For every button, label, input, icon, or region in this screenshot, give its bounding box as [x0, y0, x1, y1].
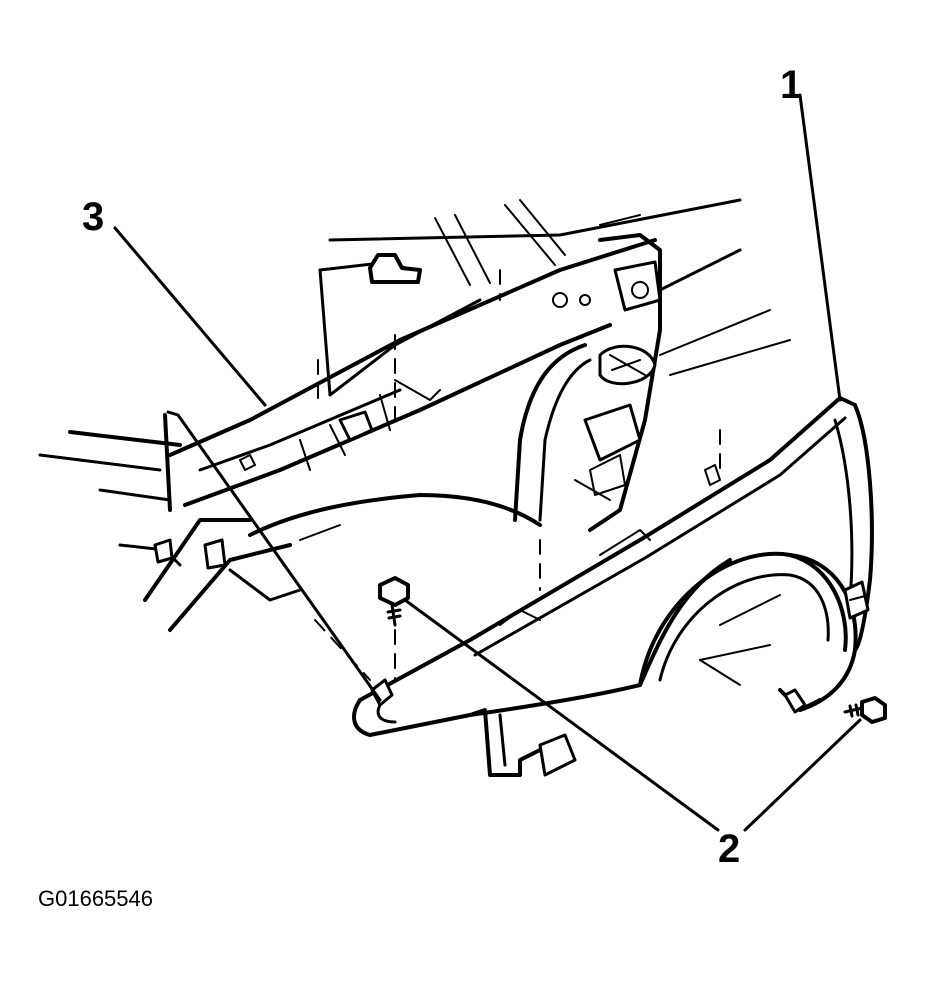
bolt-lower — [843, 696, 887, 724]
callout-leaders — [113, 93, 862, 832]
fender — [352, 396, 874, 777]
bolt-upper — [378, 576, 410, 681]
body-structure — [38, 198, 791, 681]
leader-3-pointer — [166, 410, 382, 702]
callout-2-label: 2 — [718, 827, 740, 871]
leader-3 — [113, 226, 267, 407]
callout-1-label: 1 — [780, 63, 802, 107]
leader-2a — [403, 598, 720, 832]
callout-3-label: 3 — [82, 195, 104, 239]
leader-2b — [743, 718, 862, 832]
figure-id: G01665546 — [38, 886, 153, 911]
leader-1 — [798, 93, 842, 402]
